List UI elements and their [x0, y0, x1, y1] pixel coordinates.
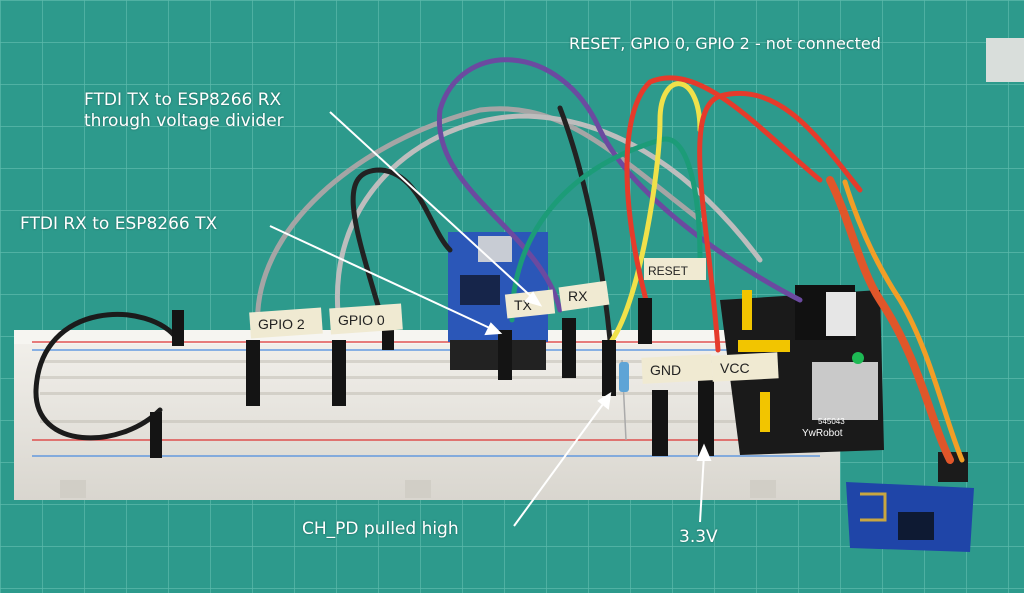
wires — [33, 57, 965, 464]
wire-red-vcc — [697, 90, 863, 353]
arrow-tx — [329, 111, 536, 301]
svg-text:RESET: RESET — [648, 264, 689, 278]
wire-teal — [509, 136, 703, 323]
wire-ribbon — [826, 176, 954, 464]
wire-red-reset — [624, 75, 823, 303]
power-module: YwRobot 545043 — [720, 285, 884, 455]
annotation-3v3: 3.3V — [679, 527, 718, 547]
breadboard — [14, 330, 840, 500]
tape-label-gpio2: GPIO 2 — [249, 307, 323, 339]
annotation-ftdi-rx: FTDI RX to ESP8266 TX — [20, 214, 218, 234]
annotation-arrows — [269, 111, 712, 527]
module-brand-text: YwRobot — [802, 428, 843, 439]
wire-black-gpio — [350, 167, 453, 343]
ftdi-adapter — [448, 232, 548, 370]
arrow-33v — [699, 453, 705, 523]
arrow-rx — [269, 225, 495, 331]
svg-text:GND: GND — [650, 362, 681, 378]
module-id-text: 545043 — [818, 417, 845, 426]
svg-text:RX: RX — [568, 288, 588, 304]
resistor — [619, 359, 629, 441]
tape-label-tx: TX — [504, 289, 556, 319]
tape-label-gpio0: GPIO 0 — [329, 303, 403, 335]
svg-text:GPIO 2: GPIO 2 — [258, 316, 305, 332]
annotation-ftdi-tx: FTDI TX to ESP8266 RX through voltage di… — [84, 90, 284, 132]
annotation-ftdi-tx-line2: through voltage divider — [84, 111, 284, 131]
tape-label-rx: RX — [558, 280, 610, 312]
esp8266-module — [846, 452, 974, 552]
tape-label-vcc: VCC — [711, 352, 779, 382]
annotation-ch-pd: CH_PD pulled high — [302, 519, 459, 539]
wire-yellow — [609, 81, 703, 343]
tape-label-gnd: GND — [641, 354, 713, 384]
svg-text:GPIO 0: GPIO 0 — [338, 312, 385, 328]
jumper-connectors — [150, 298, 714, 458]
annotation-not-connected: RESET, GPIO 0, GPIO 2 - not connected — [569, 34, 881, 53]
arrow-chpd — [513, 399, 607, 527]
wire-black-loop — [33, 312, 181, 441]
svg-text:VCC: VCC — [720, 360, 750, 376]
mat-marking — [986, 38, 1024, 82]
tape-label-reset: RESET — [644, 258, 706, 280]
annotation-ftdi-tx-line1: FTDI TX to ESP8266 RX — [84, 90, 282, 110]
